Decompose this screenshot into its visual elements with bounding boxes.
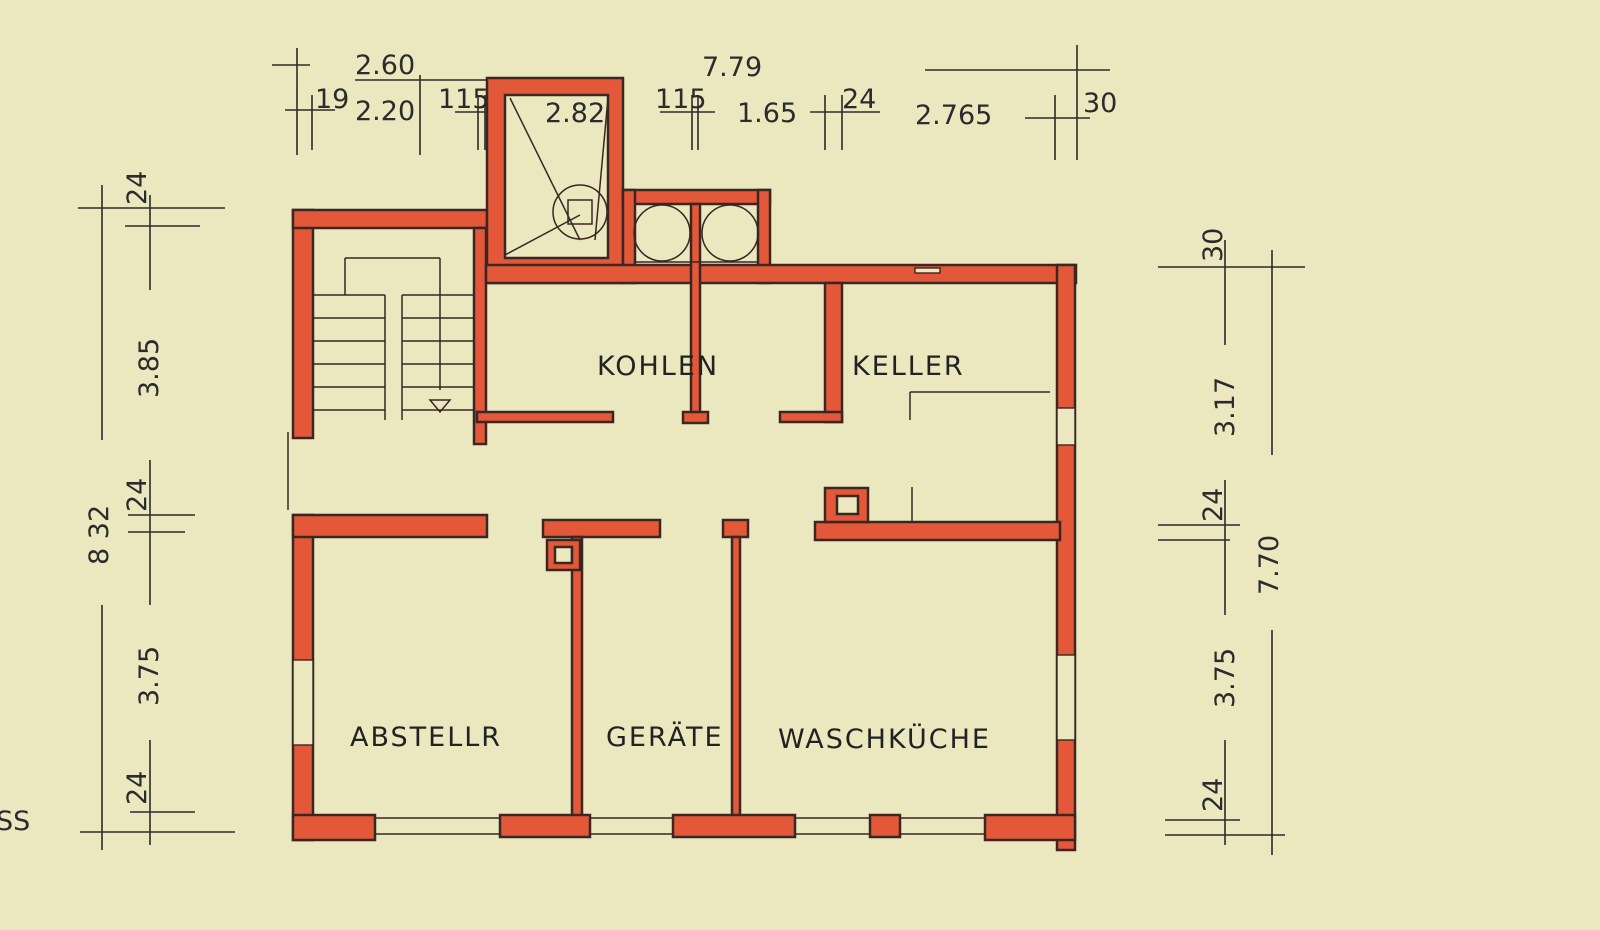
edge-text: SS xyxy=(0,806,30,837)
dim-label: 30 xyxy=(1198,228,1229,262)
dim-label: 24 xyxy=(122,171,153,205)
dim-label: 8 32 xyxy=(84,505,115,565)
dim-label: 3.85 xyxy=(134,338,165,398)
staircase[interactable] xyxy=(313,257,474,420)
dim-label: 3.75 xyxy=(1210,648,1241,708)
dim-label: 7.79 xyxy=(702,52,762,83)
tank-circles xyxy=(633,204,759,263)
dim-label: 24 xyxy=(122,478,153,512)
dim-label: 24 xyxy=(122,771,153,805)
walls xyxy=(291,76,1078,852)
dim-label: 3.17 xyxy=(1210,377,1241,437)
right-dimension-labels: 30 3.17 24 7.70 3.75 24 xyxy=(1198,228,1285,812)
dim-label: 115 xyxy=(655,84,707,115)
dim-label: 115 xyxy=(438,84,490,115)
dimension-lines xyxy=(78,45,1305,855)
dim-label: 19 xyxy=(315,84,349,115)
door-swings xyxy=(287,391,1050,522)
dim-label: 24 xyxy=(1198,778,1229,812)
room-label-keller: KELLER xyxy=(852,351,965,382)
dim-label: 1.65 xyxy=(737,98,797,129)
room-label-geraete: GERÄTE xyxy=(606,721,724,753)
dim-label: 7.70 xyxy=(1254,535,1285,595)
dim-label: 2.20 xyxy=(355,96,415,127)
dim-label: 24 xyxy=(842,84,876,115)
dim-label: 2.60 xyxy=(355,50,415,81)
top-dimension-labels: 2.60 7.79 19 2.20 115 2.825 115 1.65 24 … xyxy=(315,50,1117,131)
dim-label: 3.75 xyxy=(134,646,165,706)
room-label-waschkueche: WASCHKÜCHE xyxy=(778,723,991,755)
dim-label: 30 xyxy=(1083,88,1117,119)
dim-label: 2.765 xyxy=(915,100,992,131)
room-label-kohlen: KOHLEN xyxy=(597,351,719,382)
room-label-abstellr: ABSTELLR xyxy=(350,722,502,753)
left-dimension-labels: 24 3.85 24 8 32 3.75 24 xyxy=(84,171,165,805)
windows xyxy=(292,267,1076,835)
dim-label: 24 xyxy=(1198,488,1229,522)
shaft-symbol xyxy=(504,97,609,256)
